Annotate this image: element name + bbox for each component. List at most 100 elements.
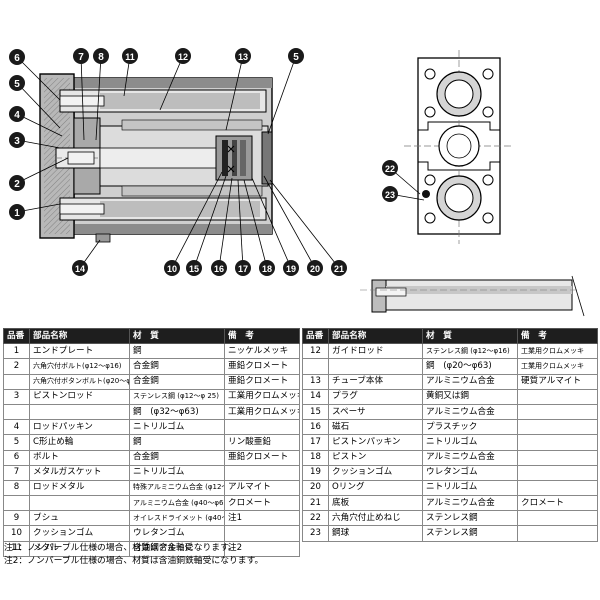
part-note: 注1 — [224, 510, 300, 527]
part-name: スペーサ — [328, 403, 423, 421]
part-name: エンドプレート — [29, 343, 130, 360]
callout-10: 10 — [167, 264, 177, 274]
callout-17: 17 — [238, 264, 248, 274]
part-no: 21 — [302, 495, 329, 512]
part-note: 工業用クロムメッキ — [517, 343, 598, 360]
part-name: ピストン — [328, 449, 423, 466]
part-note — [517, 464, 598, 481]
part-name: ガイドロッド — [328, 343, 423, 360]
part-note — [224, 525, 300, 542]
part-no: 9 — [3, 510, 30, 527]
part-material: 鋼 (φ20〜φ63) — [422, 358, 518, 375]
part-no: 7 — [3, 464, 30, 481]
callout-11: 11 — [125, 52, 135, 62]
callout-7: 7 — [78, 52, 84, 63]
part-material: アルミニウム合金 — [422, 373, 518, 390]
part-note: 亜鉛クロメート — [224, 358, 300, 375]
part-material: ステンレス鋼 (φ12〜φ 25) — [129, 388, 225, 405]
part-name — [29, 495, 130, 512]
part-note: 亜鉛クロメート — [224, 373, 300, 390]
part-no: 12 — [302, 343, 329, 360]
part-note — [224, 464, 300, 481]
callout-15: 15 — [189, 264, 199, 274]
header-material: 材 質 — [129, 327, 225, 345]
part-material: ウレタンゴム — [129, 525, 225, 542]
table-row: 鋼 (φ32〜φ63)工業用クロムメッキ — [3, 403, 300, 421]
table-row: アルミニウム合金 (φ40〜φ63)クロメート — [3, 495, 300, 512]
part-no: 4 — [3, 419, 30, 436]
part-note — [517, 388, 598, 405]
callout-14: 14 — [75, 264, 85, 274]
part-name: C形止め輪 — [29, 434, 130, 451]
part-no: 3 — [3, 388, 30, 405]
callout-18: 18 — [262, 264, 272, 274]
part-no: 8 — [3, 479, 30, 497]
part-no: 19 — [302, 464, 329, 481]
part-no: 15 — [302, 403, 329, 421]
part-name: プラグ — [328, 388, 423, 405]
part-no: 22 — [302, 510, 329, 527]
callout-8: 8 — [98, 52, 104, 63]
part-material: ニトリルゴム — [129, 464, 225, 481]
part-material: 鋼 — [129, 343, 225, 360]
part-note — [517, 449, 598, 466]
header-part-name: 部品名称 — [328, 327, 423, 345]
part-no: 23 — [302, 525, 329, 542]
part-note: クロメート — [517, 495, 598, 512]
part-no: 2 — [3, 358, 30, 375]
table-header-row: 品番 部品名称 材 質 備 考 — [302, 327, 598, 345]
part-material: アルミニウム合金 — [422, 449, 518, 466]
part-name: ロッドメタル — [29, 479, 130, 497]
callout-22: 22 — [385, 164, 395, 174]
part-name: 磁石 — [328, 419, 423, 436]
part-no — [3, 403, 30, 421]
part-note — [517, 434, 598, 451]
part-name: 鋼球 — [328, 525, 423, 542]
callout-6: 6 — [14, 53, 20, 64]
callout-1: 1 — [14, 208, 20, 219]
part-note: アルマイト — [224, 479, 300, 497]
callout-5-right: 5 — [293, 52, 299, 63]
callout-21: 21 — [334, 264, 344, 274]
callout-5: 5 — [14, 79, 20, 90]
part-note: 硬質アルマイト — [517, 373, 598, 390]
part-material: ニトリルゴム — [422, 479, 518, 497]
part-name: メタルガスケット — [29, 464, 130, 481]
header-part-name: 部品名称 — [29, 327, 130, 345]
part-name: ロッドパッキン — [29, 419, 130, 436]
part-note — [224, 419, 300, 436]
main-section-view — [39, 73, 273, 243]
part-name — [328, 358, 423, 375]
callout-12: 12 — [178, 52, 188, 62]
part-no — [3, 373, 30, 390]
callout-20: 20 — [310, 264, 320, 274]
part-note: 工業用クロムメッキ — [224, 403, 300, 421]
part-no: 6 — [3, 449, 30, 466]
part-name: メタル — [29, 540, 130, 557]
part-no: 20 — [302, 479, 329, 497]
header-part-no: 品番 — [302, 327, 329, 345]
header-note: 備 考 — [224, 327, 300, 345]
callout-4: 4 — [14, 110, 20, 121]
part-material: ステンレス鋼 (φ12〜φ16) — [422, 343, 518, 360]
part-note: リン酸亜鉛 — [224, 434, 300, 451]
